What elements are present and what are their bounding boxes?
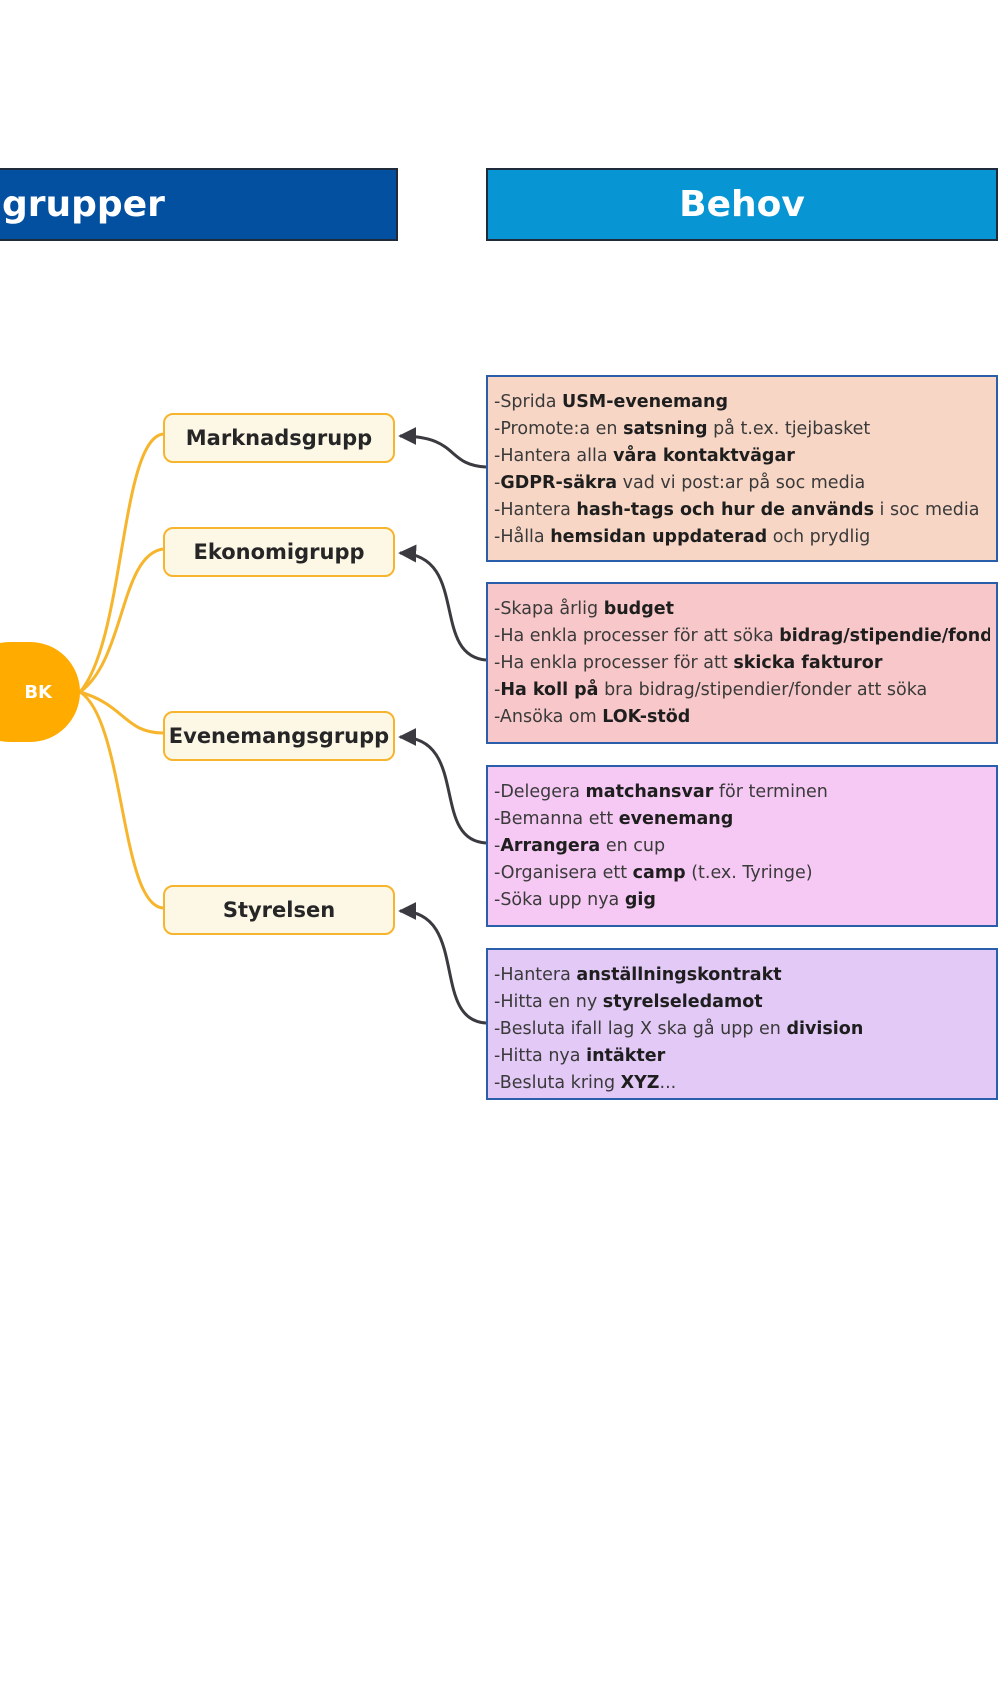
group-node-marknadsgrupp: Marknadsgrupp [163, 413, 395, 463]
need-text-bold: camp [632, 863, 686, 883]
arrow-styrelsen [398, 902, 487, 1025]
need-text-bold: anställningskontrakt [576, 965, 782, 985]
need-text: -Bemanna ett [494, 809, 619, 829]
need-item: -Hantera hash-tags och hur de används i … [494, 497, 990, 524]
need-text: -Besluta ifall lag X ska gå upp en [494, 1019, 787, 1039]
need-text: -Skapa årlig [494, 599, 604, 619]
needs-box-marknadsgrupp: -Sprida USM-evenemang-Promote:a en satsn… [486, 375, 998, 562]
need-item: -Ha koll på bra bidrag/stipendier/fonder… [494, 677, 990, 704]
need-text: -Hantera [494, 965, 577, 985]
needs-box-evenemangsgrupp: -Delegera matchansvar för terminen-Beman… [486, 765, 998, 927]
need-text-bold: XYZ [620, 1073, 660, 1093]
need-text-bold: Arrangera [500, 836, 601, 856]
need-item: -Hantera alla våra kontaktvägar [494, 443, 990, 470]
need-item: -Hålla hemsidan uppdaterad och prydlig [494, 524, 990, 551]
need-text: -Ha enkla processer för att [494, 653, 734, 673]
need-text-bold: GDPR-säkra [500, 473, 618, 493]
need-text: -Söka upp nya [494, 890, 625, 910]
need-text-bold: Ha koll på [500, 680, 599, 700]
root-node: BK [0, 642, 80, 742]
need-item: -Skapa årlig budget [494, 596, 990, 623]
need-text-bold: våra kontaktvägar [613, 446, 795, 466]
group-node-label: Marknadsgrupp [185, 426, 373, 450]
need-text-bold: USM-evenemang [561, 392, 728, 412]
need-item: -Ha enkla processer för att söka bidrag/… [494, 623, 990, 650]
need-text: (t.ex. Tyringe) [685, 863, 813, 883]
need-text-bold: skicka fakturor [733, 653, 883, 673]
need-text: -Hantera [494, 500, 577, 520]
need-text-bold: hemsidan uppdaterad [550, 527, 768, 547]
need-text-bold: matchansvar [585, 782, 714, 802]
need-text-bold: evenemang [618, 809, 734, 829]
need-text: -Promote:a en [494, 419, 624, 439]
need-item: -Ha enkla processer för att skicka faktu… [494, 650, 990, 677]
need-text: - [494, 836, 501, 856]
needs-box-ekonomigrupp: -Skapa årlig budget-Ha enkla processer f… [486, 582, 998, 744]
group-node-label: Evenemangsgrupp [168, 724, 390, 748]
need-text-bold: division [786, 1019, 864, 1039]
group-node-evenemangsgrupp: Evenemangsgrupp [163, 711, 395, 761]
need-text-bold: styrelseledamot [602, 992, 763, 1012]
need-item: -Hantera anställningskontrakt [494, 962, 990, 989]
need-text: -Hantera alla [494, 446, 614, 466]
need-text-bold: satsning [623, 419, 708, 439]
need-text-bold: hash-tags och hur de används [576, 500, 874, 520]
arrow-marknadsgrupp [398, 427, 487, 469]
need-item: -Besluta ifall lag X ska gå upp en divis… [494, 1016, 990, 1043]
need-text: bra bidrag/stipendier/fonder att söka [598, 680, 928, 700]
arrow-ekonomigrupp [398, 544, 487, 662]
need-text-bold: intäkter [586, 1046, 666, 1066]
needs-box-styrelsen: -Hantera anställningskontrakt-Hitta en n… [486, 948, 998, 1100]
branch-line-marknadsgrupp [78, 432, 164, 693]
group-node-ekonomigrupp: Ekonomigrupp [163, 527, 395, 577]
need-item: -Sprida USM-evenemang [494, 389, 990, 416]
need-text: -Hitta nya [494, 1046, 587, 1066]
group-node-label: Styrelsen [222, 898, 336, 922]
need-text: en cup [600, 836, 666, 856]
need-item: -Delegera matchansvar för terminen [494, 779, 990, 806]
need-text: -Organisera ett [494, 863, 633, 883]
need-item: -Söka upp nya gig [494, 887, 990, 914]
need-item: -Hitta nya intäkter [494, 1043, 990, 1070]
needs-column-header: Behov [486, 168, 998, 241]
needs-header-label: Behov [679, 184, 805, 225]
root-node-label: BK [24, 681, 52, 703]
need-text: -Ha enkla processer för att söka [494, 626, 780, 646]
need-item: -Promote:a en satsning på t.ex. tjejbask… [494, 416, 990, 443]
need-text: - [494, 680, 501, 700]
need-text: och prydlig [767, 527, 871, 547]
need-text: -Sprida [494, 392, 562, 412]
need-text-bold: LOK-stöd [602, 707, 691, 727]
need-text: på t.ex. tjejbasket [707, 419, 871, 439]
need-text: -Besluta kring [494, 1073, 621, 1093]
branch-line-evenemangsgrupp [79, 690, 164, 735]
need-text-bold: budget [603, 599, 674, 619]
groups-column-header: grupper [0, 168, 398, 241]
arrow-evenemangsgrupp [398, 728, 487, 845]
need-item: -Hitta en ny styrelseledamot [494, 989, 990, 1016]
need-text-bold: gig [624, 890, 656, 910]
need-text: -Hålla [494, 527, 551, 547]
need-text: vad vi post:ar på soc media [617, 473, 866, 493]
group-node-styrelsen: Styrelsen [163, 885, 395, 935]
need-item: -Ansöka om LOK-stöd [494, 704, 990, 731]
need-text: -Delegera [494, 782, 586, 802]
group-node-label: Ekonomigrupp [193, 540, 365, 564]
branch-line-ekonomigrupp [79, 547, 164, 694]
need-item: -Organisera ett camp (t.ex. Tyringe) [494, 860, 990, 887]
need-item: -GDPR-säkra vad vi post:ar på soc media [494, 470, 990, 497]
need-text: -Ansöka om [494, 707, 603, 727]
branch-line-styrelsen [79, 690, 164, 910]
need-text-bold: bidrag/stipendie/fond [779, 626, 990, 646]
need-text: ... [659, 1073, 677, 1093]
need-text: i soc media [873, 500, 980, 520]
need-text: - [494, 473, 501, 493]
groups-header-label: grupper [2, 184, 165, 225]
need-item: -Bemanna ett evenemang [494, 806, 990, 833]
need-item: -Besluta kring XYZ... [494, 1070, 990, 1097]
need-item: -Arrangera en cup [494, 833, 990, 860]
need-text: -Hitta en ny [494, 992, 603, 1012]
need-text: för terminen [713, 782, 828, 802]
